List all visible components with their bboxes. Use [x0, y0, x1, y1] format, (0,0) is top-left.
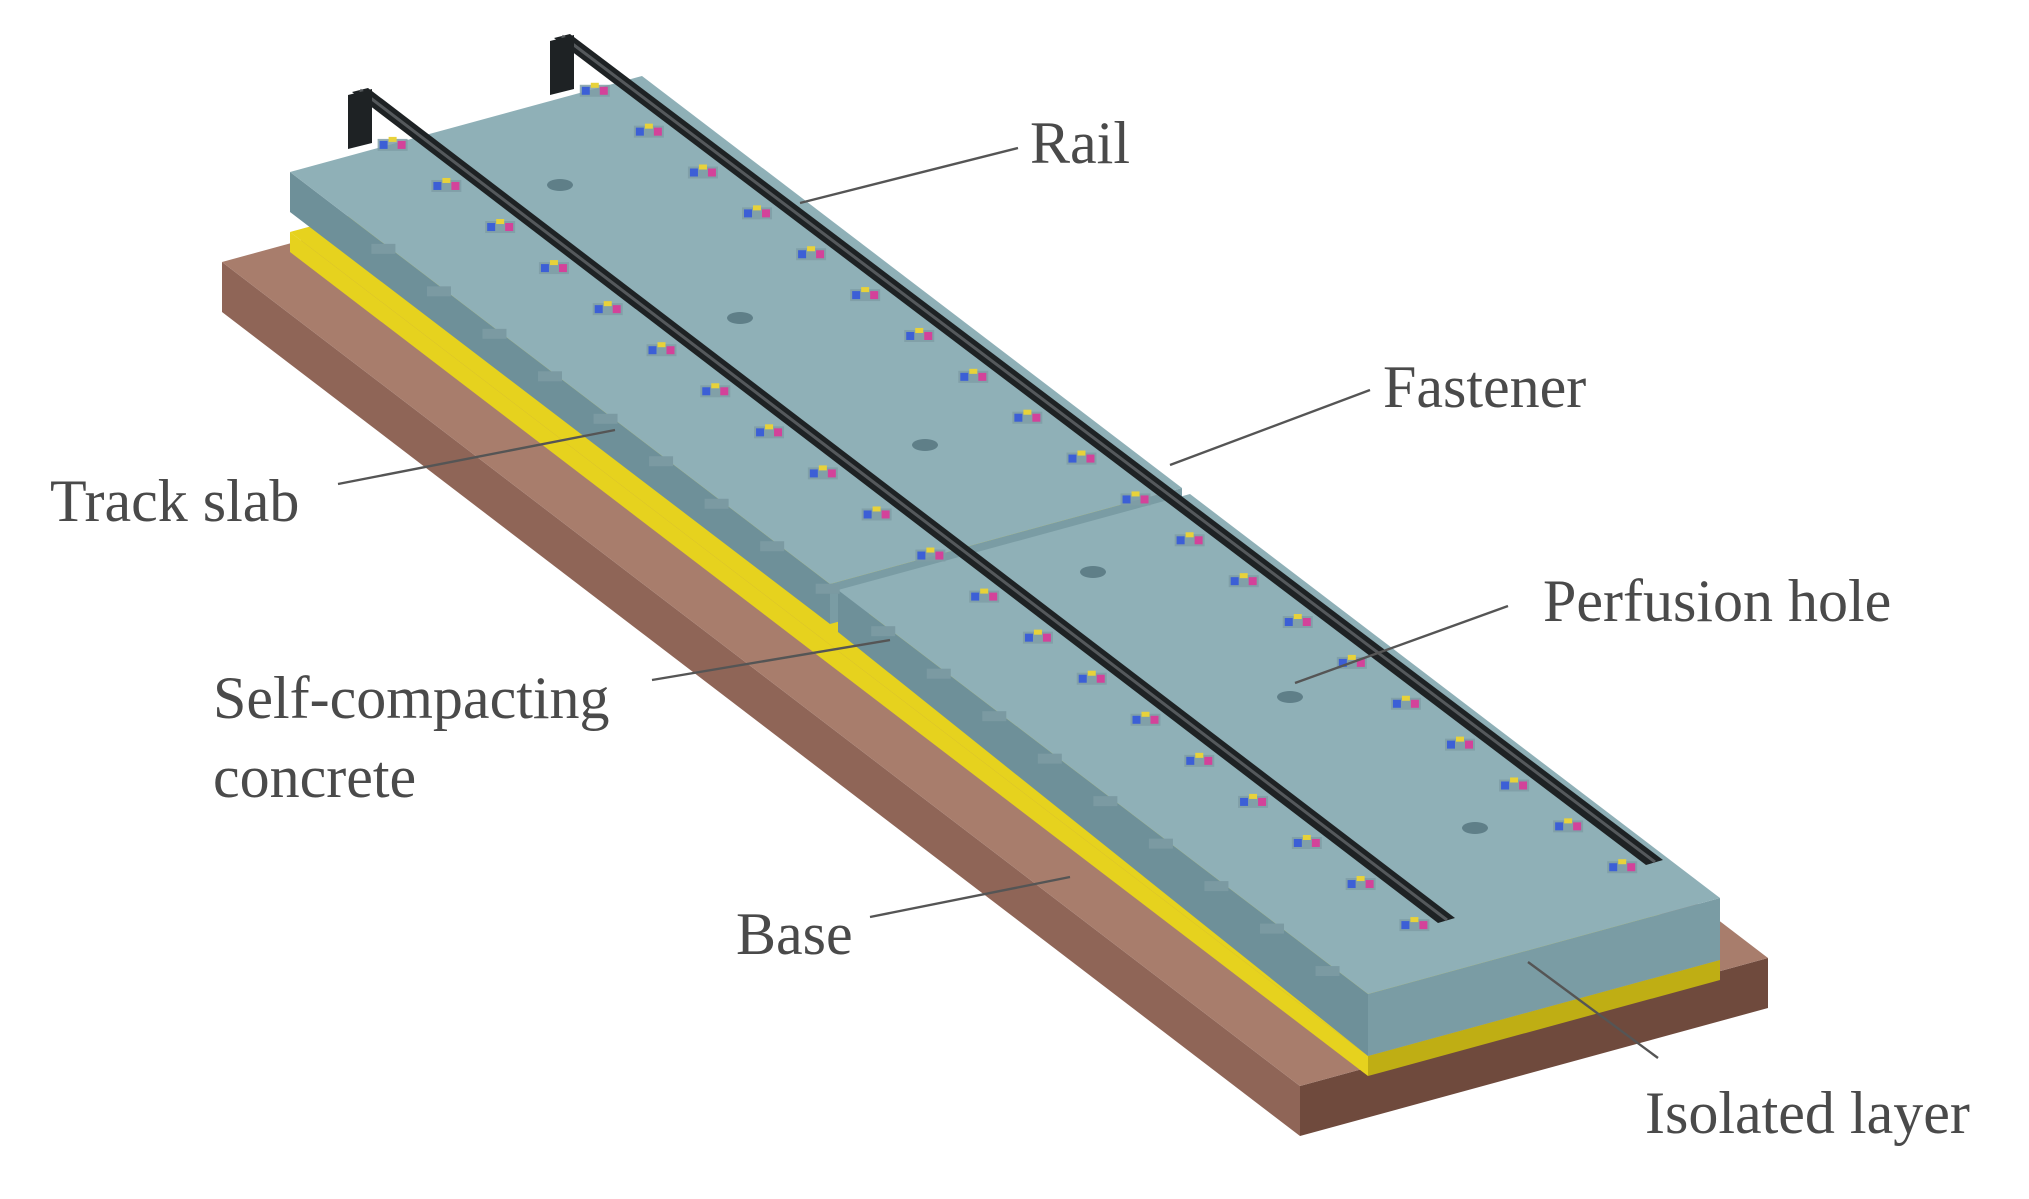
slab-recess: [982, 711, 1007, 722]
slab-recess: [871, 626, 896, 637]
slab-recess: [482, 328, 507, 339]
leader-isolated-layer: [1527, 961, 1659, 1059]
fastener-icon: [915, 547, 946, 562]
label-rail: Rail: [1030, 110, 1130, 176]
track-slab-front-right-face: [1368, 898, 1720, 1056]
fastener-icon: [1228, 573, 1259, 588]
slab-recess: [1204, 881, 1229, 892]
track-slab-front-front-face: [838, 590, 1368, 1056]
leader-rail: [799, 146, 1019, 205]
leader-base: [869, 875, 1071, 919]
isolated-layer-front-face: [290, 232, 1368, 1076]
fastener-icon: [904, 327, 935, 342]
label-isolated-layer: Isolated layer: [1645, 1080, 1970, 1146]
fastener-icon: [1390, 695, 1421, 710]
leader-track-slab: [337, 428, 616, 486]
fasteners: [377, 82, 1638, 932]
fastener-icon: [633, 123, 664, 138]
label-perfusion-hole: Perfusion hole: [1543, 568, 1891, 634]
slab-recess: [426, 286, 451, 297]
slab-recess: [593, 413, 618, 424]
fastener-icon: [1444, 736, 1475, 751]
fastener-icon: [592, 301, 623, 316]
slab-recess: [1259, 923, 1284, 934]
perfusion-hole: [547, 179, 573, 191]
leader-lines: [337, 146, 1659, 1059]
fastener-icon: [431, 177, 462, 192]
fastener-icon: [1066, 450, 1097, 465]
isolated-layer-right-face: [1368, 960, 1720, 1076]
slab-recess: [538, 371, 563, 382]
track-slab-rear-front-face: [290, 172, 830, 624]
slab-recess: [760, 541, 785, 552]
label-fastener: Fastener: [1383, 354, 1586, 420]
base-right-face: [1300, 958, 1768, 1136]
slab-details: [371, 179, 1488, 977]
fastener-icon: [1174, 532, 1205, 547]
label-track-slab: Track slab: [50, 468, 299, 534]
fastener-icon: [958, 368, 989, 383]
fastener-icon: [646, 342, 677, 357]
fastener-icon: [807, 465, 838, 480]
slab-recess: [704, 498, 729, 509]
label-self-compacting-concrete-line1: Self-compacting: [213, 665, 610, 731]
labels: Rail Fastener Track slab Perfusion hole …: [50, 110, 1970, 1146]
slab-recess: [926, 668, 951, 679]
slab-recess: [815, 583, 840, 594]
label-self-compacting-concrete-line2: concrete: [213, 744, 416, 810]
slab-recess: [1037, 753, 1062, 764]
fastener-icon: [1238, 793, 1269, 808]
fastener-icon: [485, 219, 516, 234]
fastener-icon: [1499, 777, 1530, 792]
fastener-icon: [1291, 834, 1322, 849]
fastener-icon: [687, 164, 718, 179]
slab-recess: [1093, 796, 1118, 807]
slab-recess: [1148, 838, 1173, 849]
perfusion-hole: [727, 312, 753, 324]
fastener-icon: [796, 246, 827, 261]
base-front-face: [222, 262, 1300, 1136]
fastener-icon: [1553, 818, 1584, 833]
perfusion-hole: [1080, 566, 1106, 578]
fastener-icon: [742, 205, 773, 220]
slab-recess: [649, 456, 674, 467]
fastener-icon: [1120, 491, 1151, 506]
leader-fastener: [1169, 388, 1371, 467]
slab-recess: [1315, 966, 1340, 977]
fastener-icon: [377, 136, 408, 151]
fastener-icon: [1345, 876, 1376, 891]
fastener-icon: [700, 383, 731, 398]
fastener-icon: [1130, 711, 1161, 726]
perfusion-hole: [1462, 822, 1488, 834]
fastener-icon: [538, 260, 569, 275]
fastener-icon: [969, 588, 1000, 603]
rails: [348, 34, 1663, 923]
leader-perfusion-hole: [1294, 604, 1509, 685]
fastener-icon: [1607, 859, 1638, 874]
slab-recess: [371, 243, 396, 254]
label-base: Base: [736, 901, 853, 967]
fastener-icon: [754, 424, 785, 439]
fastener-icon: [1282, 614, 1313, 629]
rail-right-end: [550, 35, 574, 95]
fastener-icon: [850, 287, 881, 302]
fastener-icon: [1022, 629, 1053, 644]
fastener-icon: [579, 82, 610, 97]
fastener-icon: [1012, 409, 1043, 424]
leader-self-compacting-concrete: [651, 638, 891, 682]
rail-left-highlight: [359, 88, 1448, 922]
fastener-icon: [1076, 670, 1107, 685]
fastener-icon: [1399, 917, 1430, 932]
rail-left-end: [348, 89, 372, 149]
fastener-icon: [861, 506, 892, 521]
perfusion-hole: [912, 439, 938, 451]
fastener-icon: [1184, 752, 1215, 767]
rail-right-highlight: [561, 34, 1656, 864]
perfusion-hole: [1277, 691, 1303, 703]
